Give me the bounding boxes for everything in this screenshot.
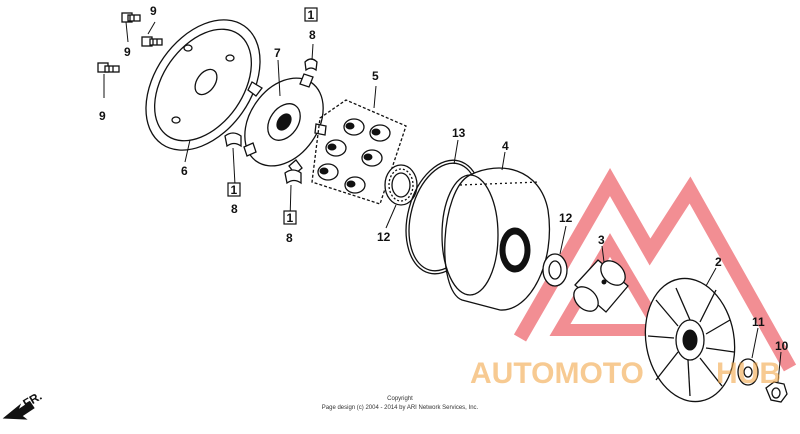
part-label-4: 4	[502, 139, 509, 153]
svg-text:1: 1	[287, 211, 294, 225]
slider-icon-8b	[224, 132, 242, 148]
part-label-12b: 12	[559, 211, 573, 225]
part-label-8a: 8	[309, 28, 316, 42]
copyright-notice: Page design (c) 2004 - 2014 by ARI Netwo…	[322, 405, 479, 411]
svg-text:1: 1	[308, 8, 315, 22]
part-label-9c: 9	[99, 109, 106, 123]
slider-icon-8a	[304, 58, 318, 72]
bearing-12a	[384, 164, 418, 206]
drive-plate-6	[145, 19, 261, 151]
bolt-icon-9a	[121, 12, 141, 23]
ref-tag-1a: 1	[304, 7, 318, 22]
drive-face-4	[441, 167, 550, 311]
part-labels: 9 9 9 7 8 8 8 5 6 13 4 12 12 3 2 11 10	[99, 4, 789, 353]
part-label-11: 11	[752, 315, 765, 329]
part-label-3: 3	[598, 233, 605, 247]
part-label-5: 5	[372, 69, 379, 83]
watermark-text: AUTOMOTO HUB	[470, 357, 781, 390]
collar-3	[573, 259, 629, 313]
front-arrow-indicator: FR.	[2, 389, 44, 420]
washer-11	[737, 358, 759, 386]
part-label-8b: 8	[231, 202, 238, 216]
fan-face-2	[644, 277, 736, 403]
part-label-2: 2	[715, 255, 722, 269]
nut-10	[765, 381, 788, 403]
svg-text:HUB: HUB	[716, 357, 781, 390]
bolt-icon-9c	[97, 62, 120, 73]
part-label-8c: 8	[286, 231, 293, 245]
part-label-7: 7	[274, 46, 281, 60]
copyright-title: Copyright	[387, 396, 413, 402]
leader-lines	[103, 21, 782, 383]
part-label-13: 13	[452, 126, 466, 140]
roller-set-5	[311, 99, 407, 205]
svg-text:1: 1	[231, 183, 238, 197]
svg-text:AUTOMOTO: AUTOMOTO	[470, 357, 644, 390]
slider-icon-8c	[284, 169, 302, 185]
part-label-9b: 9	[124, 45, 131, 59]
bolt-icon-9b	[141, 36, 163, 47]
part-label-12a: 12	[377, 230, 391, 244]
part-label-9a: 9	[150, 4, 157, 18]
part-label-10: 10	[775, 339, 789, 353]
seal-12b	[542, 253, 568, 287]
ref-tag-1b: 1	[227, 182, 241, 197]
part-label-6: 6	[181, 164, 188, 178]
ref-tag-1c: 1	[283, 210, 297, 225]
